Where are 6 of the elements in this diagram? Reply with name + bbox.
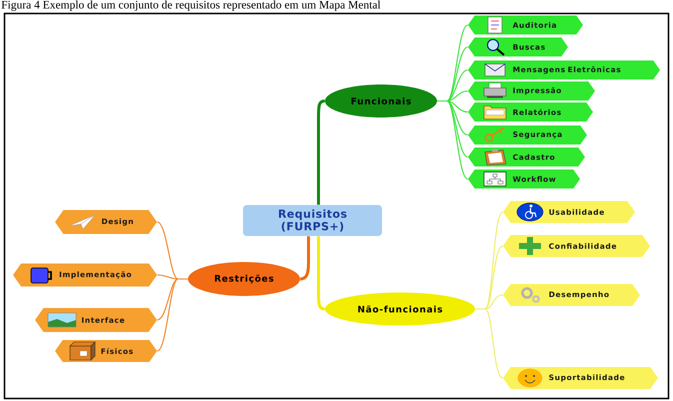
caption: Figura 4 Exemplo de um conjunto de requisitos representado em um Mapa Mental <box>2 0 380 11</box>
branch-line <box>156 278 188 352</box>
branch-line <box>300 236 310 280</box>
branch-line <box>475 308 504 378</box>
topic-box: Requisitos (FURPS+) <box>243 205 382 236</box>
branch-line <box>437 100 468 180</box>
